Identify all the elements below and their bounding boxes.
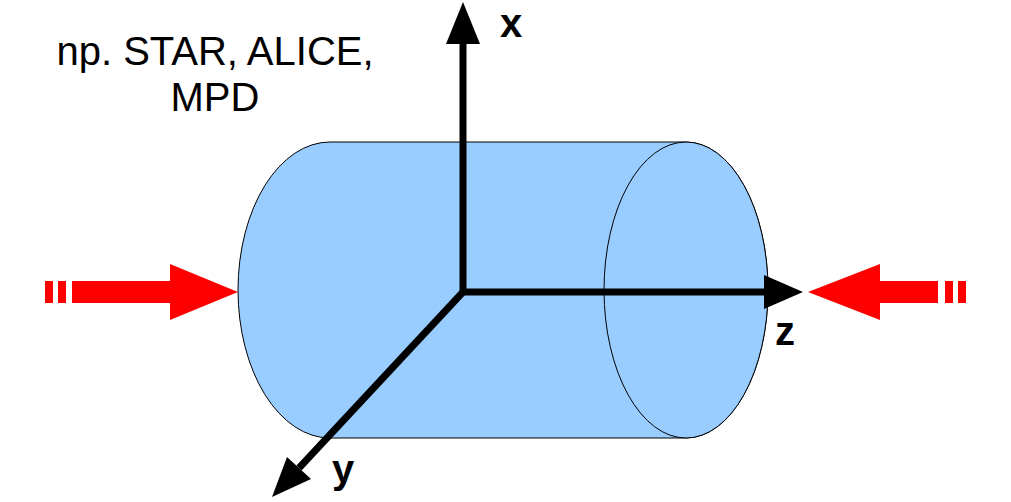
axis-arrowheads	[272, 2, 803, 497]
beam-arrow-left	[45, 264, 238, 320]
axis-label: y	[332, 446, 372, 492]
example-note: np. STAR, ALICE, MPD	[20, 28, 410, 120]
detector-cylinder	[238, 142, 768, 438]
axis-label: x	[500, 0, 540, 46]
axis-label: z	[775, 308, 815, 354]
axes	[299, 38, 768, 468]
beam-arrow-right	[808, 264, 966, 320]
